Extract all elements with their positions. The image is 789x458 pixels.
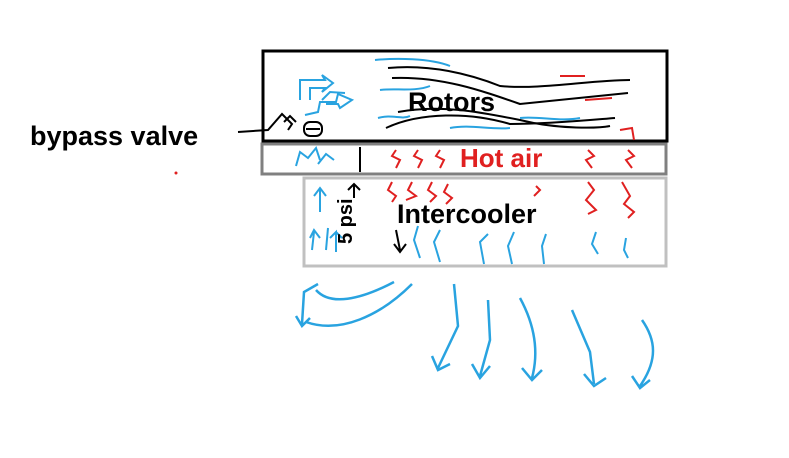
bypass-valve-label: bypass valve: [30, 121, 198, 151]
handwritten-note: 5 psi: [335, 198, 357, 244]
bypass-valve-symbol: [237, 112, 323, 137]
intercooler-cool-arrows: [309, 186, 629, 265]
rotor-housing: [261, 49, 669, 143]
exit-air-arrows: [294, 280, 655, 390]
hot-air-band-squiggles: [390, 149, 636, 169]
rotor-inflow-arrows: [299, 57, 581, 130]
hot-air-band-cool-arrows: [295, 145, 335, 167]
rotor-lobes: [385, 66, 631, 129]
rotors-label: Rotors: [408, 87, 495, 117]
handwritten-note-arrows: [347, 182, 407, 254]
stray-mark: [174, 171, 178, 175]
intercooler-hot-inflow: [386, 181, 636, 219]
intercooler-label: Intercooler: [397, 199, 537, 229]
hot-air-band: [260, 142, 668, 176]
hot-air-label: Hot air: [460, 143, 542, 173]
rotor-hot-air-marks: [560, 75, 635, 141]
intercooler-box: [302, 176, 668, 268]
